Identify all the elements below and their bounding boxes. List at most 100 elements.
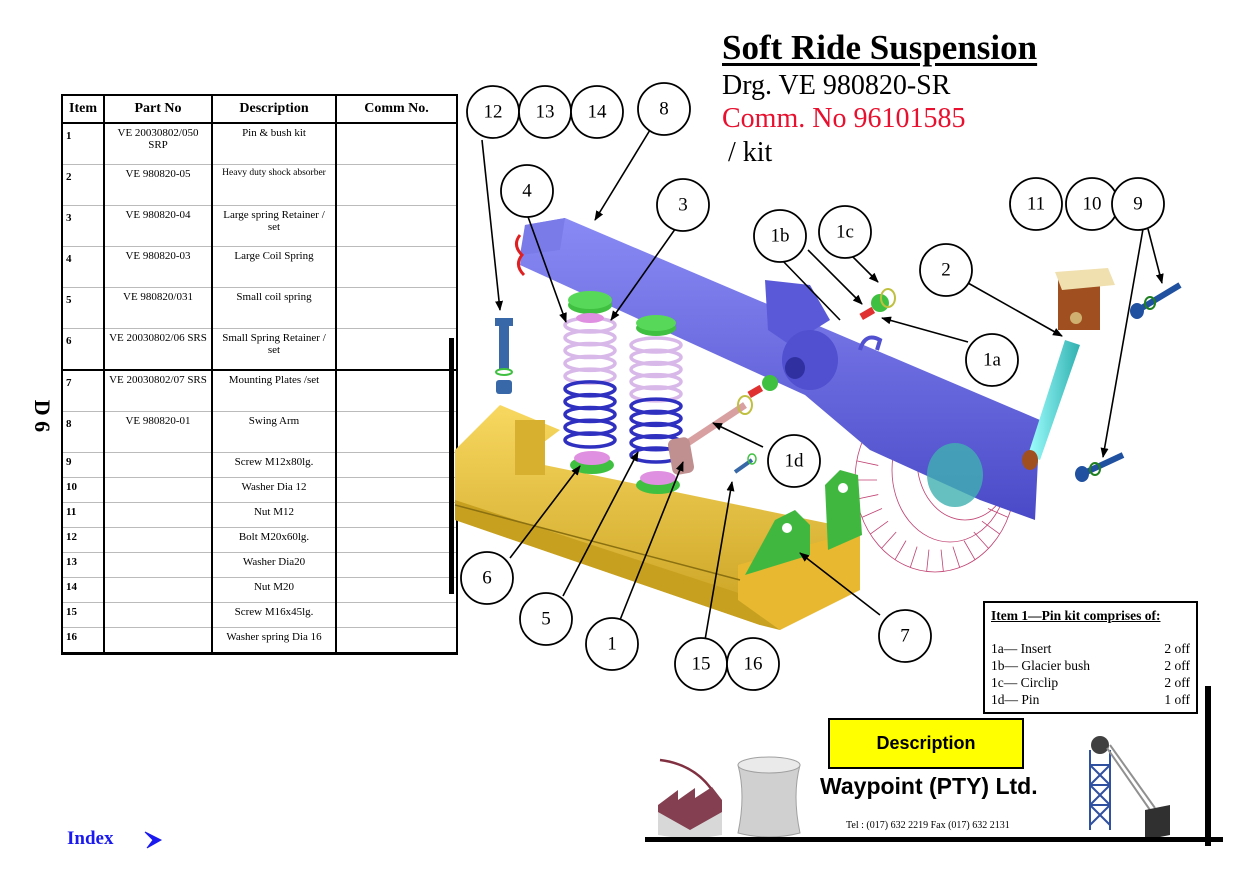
item-cell: 10	[61, 477, 105, 503]
next-arrow-icon[interactable]	[143, 830, 163, 850]
comm-no-cell	[335, 627, 458, 655]
index-link[interactable]: Index	[67, 828, 114, 849]
item-cell: 1	[61, 122, 105, 165]
description-cell: Bolt M20x60lg.	[211, 527, 337, 553]
item-cell: 3	[61, 205, 105, 247]
company-name: Waypoint (PTY) Ltd.	[820, 773, 1038, 799]
description-cell: Washer Dia 12	[211, 477, 337, 503]
part-no-cell	[103, 577, 213, 603]
callout-circle	[585, 617, 639, 671]
page-title: Soft Ride Suspension	[722, 28, 1038, 67]
description-cell: Pin & bush kit	[211, 122, 337, 165]
callout-label: 6	[482, 568, 492, 589]
item-cell: 5	[61, 287, 105, 329]
kit-label: / kit	[728, 137, 773, 168]
callout-circle	[656, 178, 710, 232]
mounting-plates	[745, 470, 862, 575]
description-cell: Washer spring Dia 16	[211, 627, 337, 655]
table-border-decoration	[449, 338, 454, 594]
drawing-number: Drg. VE 980820-SR	[722, 70, 951, 101]
commission-number: Comm. No 96101585	[722, 103, 966, 134]
callout-12: 12	[466, 85, 520, 139]
part-no-cell: VE 980820/031	[103, 287, 213, 329]
callout-circle	[570, 85, 624, 139]
callout-label: 4	[522, 181, 532, 202]
callout-circle	[1009, 177, 1063, 231]
description-cell: Washer Dia20	[211, 552, 337, 578]
callout-label: 1b	[771, 226, 790, 247]
callout-11: 11	[1009, 177, 1063, 231]
description-cell: Small coil spring	[211, 287, 337, 329]
callout-circle	[919, 243, 973, 297]
wheel-spoke	[881, 531, 897, 549]
wheel-spoke	[894, 540, 907, 560]
callout-label: 12	[484, 102, 503, 123]
description-cell: Screw M12x80lg.	[211, 452, 337, 478]
pin-kit-qty: 2 off	[1164, 675, 1190, 690]
spring-coil	[629, 336, 683, 354]
mine-headframe-illustration	[1089, 736, 1170, 840]
header-description: Description	[211, 94, 337, 124]
callout-2: 2	[919, 243, 973, 297]
wheel-spoke	[987, 508, 1009, 518]
contact-info: Tel : (017) 632 2219 Fax (017) 632 2131	[846, 820, 1010, 831]
part-no-cell	[103, 527, 213, 553]
bolt-m20	[495, 318, 513, 394]
comm-no-cell	[335, 328, 458, 371]
screws-m12	[1075, 282, 1182, 482]
headframe-icon	[1089, 750, 1111, 830]
callout-6: 6	[460, 551, 514, 605]
callout-5: 5	[519, 592, 573, 646]
pin-kit-title: Item 1—Pin kit comprises of:	[991, 608, 1161, 623]
description-button[interactable]: Description	[828, 718, 1024, 769]
callout-label: 10	[1083, 194, 1102, 215]
comm-no-cell	[335, 287, 458, 329]
callout-circle	[460, 551, 514, 605]
item-cell: 9	[61, 452, 105, 478]
leader-lines	[481, 129, 1164, 641]
callout-1a: 1a	[965, 333, 1019, 387]
item-cell: 15	[61, 602, 105, 628]
wheel-spoke	[856, 460, 879, 466]
wheel-spoke	[963, 540, 976, 560]
wheel-spoke	[870, 520, 889, 535]
pin-kit-part: 1a— Insert	[991, 641, 1052, 656]
callout-circle	[878, 609, 932, 663]
callout-4: 4	[500, 164, 554, 218]
callout-8: 8	[637, 82, 691, 136]
callout-circle	[726, 637, 780, 691]
callout-label: 7	[900, 626, 910, 647]
callout-7: 7	[878, 609, 932, 663]
spring-coil	[629, 372, 683, 391]
spring-coil	[563, 431, 617, 449]
item-cell: 14	[61, 577, 105, 603]
callout-1b: 1b	[753, 209, 807, 263]
spring-coil	[629, 360, 683, 379]
header-item: Item	[61, 94, 105, 124]
shock-absorber	[927, 268, 1115, 507]
callout-label: 1c	[836, 222, 854, 243]
header-comm-no: Comm No.	[335, 94, 458, 124]
header-part-no: Part No	[103, 94, 213, 124]
callout-1: 1	[585, 617, 639, 671]
pin-kit-part: 1b— Glacier bush	[991, 658, 1090, 673]
description-cell: Swing Arm	[211, 411, 337, 453]
comm-no-cell	[335, 552, 458, 578]
callout-circle	[767, 434, 821, 488]
spring-coil	[629, 421, 683, 440]
pin	[667, 375, 778, 475]
wheel-spoke	[973, 531, 989, 549]
callout-3: 3	[656, 178, 710, 232]
large-coil-spring	[563, 316, 617, 449]
